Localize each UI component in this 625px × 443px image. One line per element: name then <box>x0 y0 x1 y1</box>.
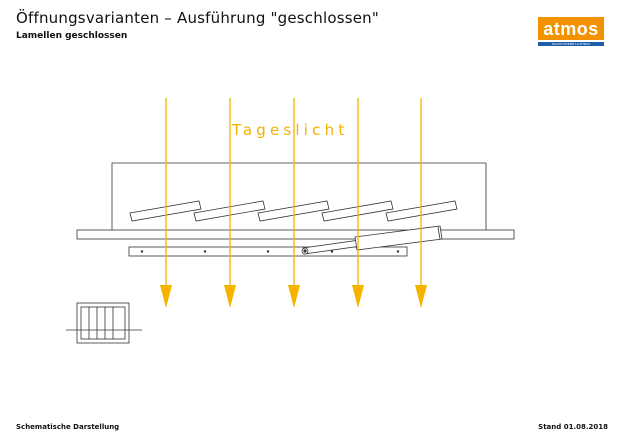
logo-tagline: DACHSYSTEME LICHTBAU <box>551 42 591 46</box>
coupling-bar-holes <box>140 250 400 253</box>
page-title: Öffnungsvarianten – Ausführung "geschlos… <box>16 9 379 27</box>
housing-outline <box>111 162 487 230</box>
bar-hole <box>330 250 334 253</box>
logo-bar <box>538 42 604 46</box>
page-subtitle: Lamellen geschlossen <box>16 31 128 41</box>
company-logo: atmos DACHSYSTEME LICHTBAU <box>538 17 604 47</box>
daylight-arrow <box>224 98 236 308</box>
daylight-label: Tageslicht <box>231 121 348 139</box>
bar-hole <box>396 250 400 253</box>
daylight-arrow <box>160 98 172 308</box>
actuator <box>301 225 443 255</box>
footer-note-left: Schematische Darstellung <box>16 423 120 431</box>
closed-louver-icon <box>66 302 142 344</box>
daylight-arrows <box>160 98 427 308</box>
daylight-arrow <box>415 98 427 308</box>
bar-hole <box>203 250 207 253</box>
daylight-arrow <box>288 98 300 308</box>
bar-hole <box>140 250 144 253</box>
base-plate <box>76 229 515 240</box>
actuator-cylinder <box>354 225 443 251</box>
daylight-arrow <box>352 98 364 308</box>
logo-wordmark: atmos <box>538 17 604 40</box>
bar-hole <box>266 250 270 253</box>
footer-note-right: Stand 01.08.2018 <box>538 423 608 431</box>
